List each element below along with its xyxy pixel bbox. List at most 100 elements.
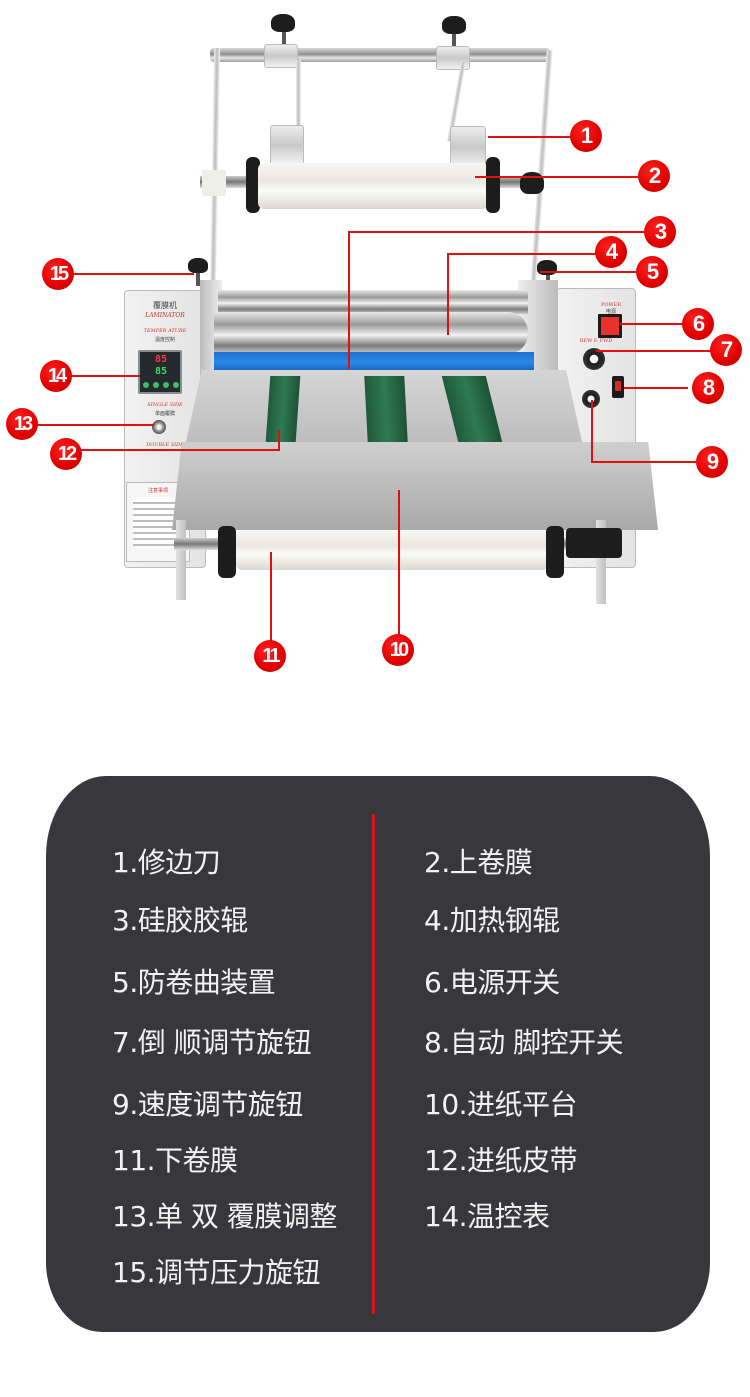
callout-badge-13: 13	[6, 408, 38, 440]
top-right-knob-icon	[442, 16, 466, 34]
leader-line-5	[540, 271, 638, 273]
top-left-knob-icon	[271, 14, 295, 32]
legend-item-7: 7.倒 顺调节旋钮	[112, 1026, 312, 1059]
knob-stem	[452, 30, 456, 50]
power-label-en: POWER	[600, 302, 622, 308]
leader-line-6	[620, 323, 684, 325]
single-side-label-cn: 单面覆膜	[154, 411, 175, 417]
edge-trimmer-left	[270, 125, 304, 165]
legend-item-14: 14.温控表	[424, 1200, 550, 1233]
legend-item-10: 10.进纸平台	[424, 1088, 578, 1121]
leader-line-7	[596, 350, 712, 352]
leader-line-1	[488, 136, 572, 138]
auto-foot-switch	[612, 376, 624, 398]
laminator-product-photo: 覆膜机 LAMINATOR TEMPER ATURE 温度控制 85 85 SI…	[6, 14, 742, 672]
lower-film-roll	[236, 530, 548, 570]
shaft-end-cap	[202, 170, 226, 196]
trimmer-arm-left	[296, 60, 301, 140]
legend-item-15: 15.调节压力旋钮	[112, 1256, 321, 1289]
direction-label: REW F. FWD	[579, 338, 613, 344]
lower-roll-flange-right	[546, 526, 564, 578]
frame-leg-left	[176, 520, 186, 600]
leader-line-2	[475, 176, 640, 178]
legend-item-13: 13.单 双 覆膜调整	[112, 1200, 337, 1233]
controller-button-icon	[163, 382, 169, 388]
callout-badge-15: 15	[42, 258, 74, 290]
callout-badge-6: 6	[682, 308, 714, 340]
warning-title: 注意事项	[147, 488, 168, 494]
leader-line-8	[624, 387, 688, 389]
legend-item-4: 4.加热钢辊	[424, 904, 560, 937]
temperature-label-en: TEMPER ATURE	[143, 328, 187, 334]
feed-platform	[172, 442, 658, 530]
callout-badge-10: 10	[382, 634, 414, 666]
parts-legend-card	[46, 776, 710, 1332]
top-support-rod	[210, 48, 550, 62]
controller-button-icon	[143, 382, 149, 388]
direction-knob	[583, 348, 605, 370]
edge-trimmer-right	[450, 126, 486, 168]
leader-line-10	[398, 490, 400, 636]
silicone-roller	[214, 352, 534, 372]
leader-line-11	[270, 552, 272, 642]
leader-line-14	[68, 375, 140, 377]
callout-badge-1: 1	[570, 120, 602, 152]
callout-badge-8: 8	[692, 372, 724, 404]
legend-item-12: 12.进纸皮带	[424, 1144, 578, 1177]
legend-item-6: 6.电源开关	[424, 966, 560, 999]
callout-badge-3: 3	[644, 216, 676, 248]
pressure-knob-icon	[188, 258, 208, 273]
knob-stem	[282, 30, 286, 50]
callout-badge-14: 14	[40, 360, 72, 392]
legend-item-3: 3.硅胶胶辊	[112, 904, 248, 937]
upper-film-roll	[258, 163, 488, 209]
callout-badge-11: 11	[254, 640, 286, 672]
callout-badge-5: 5	[636, 256, 668, 288]
legend-item-11: 11.下卷膜	[112, 1144, 238, 1177]
callout-badge-12: 12	[50, 438, 82, 470]
speed-knob	[582, 390, 600, 408]
product-name-cn: 覆膜机	[153, 301, 177, 310]
single-side-label-en: SINGLE SIDE	[147, 402, 183, 408]
feed-belt	[265, 376, 301, 442]
callout-badge-7: 7	[710, 334, 742, 366]
knob-stem	[196, 270, 200, 286]
leader-line-12	[80, 449, 280, 451]
controller-sv-value: 85	[155, 366, 168, 377]
controller-pv-value: 85	[155, 354, 168, 365]
frame-leg-right	[596, 520, 606, 604]
leader-line-15	[70, 273, 194, 275]
leader-line-13	[30, 424, 154, 426]
legend-item-1: 1.修边刀	[112, 846, 221, 879]
product-name-en: LAMINATOR	[145, 312, 185, 319]
double-side-label-en: DOUBLE SIDE	[146, 442, 184, 448]
temperature-controller: 85 85	[138, 350, 182, 394]
heated-steel-roller	[214, 312, 528, 354]
callout-badge-2: 2	[638, 160, 670, 192]
controller-button-icon	[173, 382, 179, 388]
lower-roll-brake	[566, 528, 622, 558]
leader-line-12v	[278, 430, 280, 451]
callout-badge-9: 9	[696, 446, 728, 478]
leader-line-3v	[348, 231, 350, 369]
single-double-selector	[152, 420, 166, 434]
legend-divider	[372, 814, 375, 1314]
leader-line-4	[447, 253, 597, 255]
leader-line-4v	[447, 253, 449, 335]
temperature-label-cn: 温度控制	[154, 337, 175, 343]
legend-item-9: 9.速度调节旋钮	[112, 1088, 303, 1121]
leader-line-3	[348, 231, 646, 233]
lower-roll-flange-left	[218, 526, 236, 578]
feed-belt	[364, 376, 408, 442]
controller-button-icon	[153, 382, 159, 388]
power-label-cn: 电源	[605, 309, 616, 315]
roll-flange-right	[486, 157, 500, 213]
callout-badge-4: 4	[595, 236, 627, 268]
leader-line-9	[591, 461, 696, 463]
roll-flange-left	[246, 157, 260, 213]
legend-item-5: 5.防卷曲装置	[112, 966, 276, 999]
rod-collar	[264, 44, 298, 68]
legend-item-8: 8.自动 脚控开关	[424, 1026, 624, 1059]
pressure-roller-top	[218, 290, 528, 314]
power-switch	[598, 314, 622, 338]
